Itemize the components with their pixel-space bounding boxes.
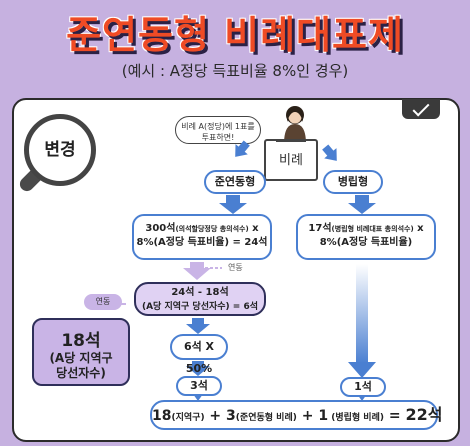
parallel-branch-pill: 병립형 — [323, 170, 383, 194]
parallel-calc-note: (병립형 비례대표 총의석수) — [331, 225, 414, 233]
magnifier-icon — [24, 114, 96, 186]
semi-branch-label: 준연동형 — [214, 175, 256, 188]
parallel-calc-line-1: 17석(병립형 비례대표 총의석수) x — [298, 222, 434, 236]
final-plus-2: + — [296, 408, 319, 424]
parallel-result-pill: 1석 — [340, 377, 386, 397]
arrow-subtract-half — [186, 318, 210, 334]
subtract-line-2: (A당 지역구 당선자수) = 6석 — [141, 302, 259, 312]
page-title: 준연동형 비례대표제 — [66, 13, 404, 57]
ballot-label: 비례 — [279, 153, 303, 168]
semi-calc-note: (의석할당정당 총의석수) — [175, 225, 249, 233]
link-label-left: 연동 — [84, 294, 122, 310]
final-parallel-note: (병립형 비례) — [328, 413, 384, 423]
speech-line-1: 비례 A(정당)에 1표를 — [181, 122, 255, 131]
semi-calc-line-1: 300석(의석할당정당 총의석수) x — [134, 222, 270, 236]
district-seats-box: 18석 (A당 지역구 당선자수) — [32, 318, 130, 386]
final-semi-value: 3 — [226, 408, 236, 424]
arrow-half-result — [186, 361, 210, 376]
arrow-parallel-long-shaft — [356, 264, 368, 364]
final-parallel-value: 1 — [318, 408, 329, 424]
parallel-calc-box: 17석(병립형 비례대표 총의석수) x 8%(A정당 득표비율) — [296, 214, 436, 260]
semi-calc-op: x — [248, 223, 259, 234]
semi-calc-box: 300석(의석할당정당 총의석수) x 8%(A정당 득표비율) = 24석 — [132, 214, 272, 260]
arrow-down-semi-top — [235, 140, 250, 157]
link-label-top: 연동 — [228, 263, 243, 272]
half-label: 6석 X 50% — [183, 340, 215, 375]
collapse-chevron-icon — [402, 99, 440, 119]
district-seats-value: 18석 — [61, 331, 101, 351]
ballot-slot-icon — [276, 139, 306, 142]
final-total: 22석 — [405, 405, 443, 424]
change-badge-label: 변경 — [44, 140, 76, 160]
parallel-calc-line-2: 8%(A정당 득표비율) — [319, 237, 413, 248]
semi-result-label: 3석 — [190, 379, 208, 392]
district-seats-line-2: 당선자수) — [56, 366, 106, 380]
parallel-result-label: 1석 — [354, 380, 372, 393]
arrow-semi-subtract — [183, 262, 211, 280]
final-district-note: (지역구) — [171, 413, 205, 423]
semi-result-pill: 3석 — [176, 376, 222, 396]
subtract-box: 24석 - 18석 (A당 지역구 당선자수) = 6석 — [134, 282, 266, 316]
speech-line-2: 투표하면! — [201, 133, 235, 142]
final-equals: = — [383, 408, 406, 424]
final-formula: 18(지역구) + 3(준연동형 비례) + 1 (병립형 비례) = 22석 — [150, 400, 442, 430]
semi-calc-line-2: 8%(A정당 득표비율) = 24석 — [136, 237, 268, 248]
arrow-semi-calc — [219, 195, 247, 214]
parallel-calc-seats: 17석 — [308, 223, 332, 234]
arrow-parallel-calc — [348, 195, 376, 214]
arrow-parallel-long-head — [348, 362, 376, 378]
arrow-down-parallel-top — [322, 144, 337, 161]
semi-branch-pill: 준연동형 — [204, 170, 266, 194]
final-district-value: 18 — [152, 408, 172, 424]
district-seats-line-1: (A당 지역구 — [49, 351, 113, 365]
parallel-branch-label: 병립형 — [337, 175, 369, 188]
semi-calc-seats: 300석 — [145, 223, 176, 234]
speech-bubble: 비례 A(정당)에 1표를 투표하면! — [175, 116, 261, 144]
final-semi-note: (준연동형 비례) — [235, 413, 297, 423]
half-box: 6석 X 50% — [170, 334, 228, 375]
subtract-line-1: 24석 - 18석 — [171, 287, 229, 298]
parallel-calc-op: x — [413, 223, 424, 234]
page-subtitle: (예시 : A정당 득표비율 8%인 경우) — [121, 62, 349, 80]
final-plus-1: + — [204, 408, 227, 424]
